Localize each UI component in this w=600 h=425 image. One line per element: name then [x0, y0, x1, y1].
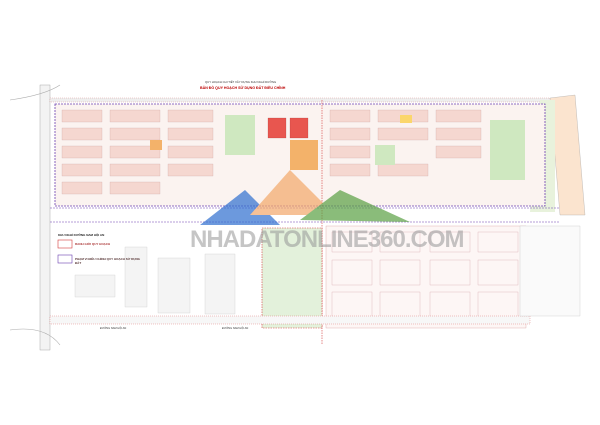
legend-purple-box [57, 254, 73, 264]
legend-heading: KHU NGHỈ DƯỠNG NAM HỘI AN [58, 233, 105, 237]
road-label: ĐƯỜNG NAM HỘI AN [222, 327, 249, 330]
road-label: ĐƯỜNG NAM HỘI AN [100, 327, 127, 330]
legend-adjustment-scope: PHẠM VI ĐIỀU CHỈNH QUY HOẠCH SỬ DỤNG ĐẤT [75, 257, 140, 265]
legend-red-box [57, 239, 73, 249]
commercial-blocks [267, 117, 309, 139]
map-subtitle: QUY HOẠCH CHI TIẾT XÂY DỰNG KHU NGHỈ DƯỠ… [205, 80, 277, 84]
legend-planning-boundary: RANH GIỚI QUY HOẠCH [75, 242, 111, 246]
park-zone [261, 227, 323, 329]
watermark-text: NHADATONLINE360.COM [190, 226, 464, 253]
beach-zone [549, 94, 586, 216]
left-road [39, 84, 51, 351]
map-title: BẢN ĐỒ QUY HOẠCH SỬ DỤNG ĐẤT ĐIỀU CHỈNH [200, 86, 286, 90]
resort-area [325, 225, 527, 329]
watermark-logo [200, 170, 410, 225]
